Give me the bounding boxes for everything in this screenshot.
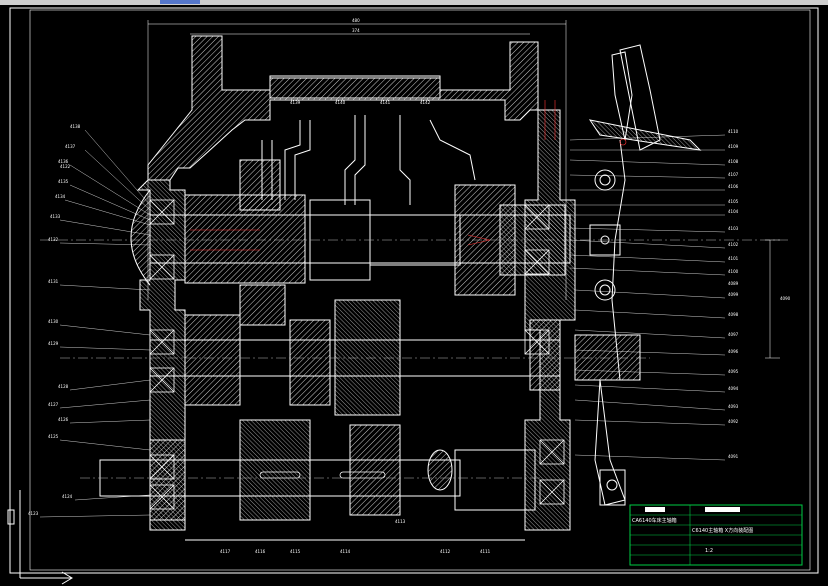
part-label: 4138 bbox=[70, 124, 81, 129]
left-bearing-cap bbox=[130, 189, 151, 286]
part-label: 4103 bbox=[728, 226, 739, 231]
part-label: 4105 bbox=[728, 199, 739, 204]
left-part-labels: 4138 4137 4136 4135 4134 4133 4132 4131 4130 4129… bbox=[28, 124, 81, 516]
top-part-labels: 4139 4140 4141 4142 bbox=[290, 100, 431, 105]
part-label: 4109 bbox=[728, 144, 739, 149]
part-label: 4112 bbox=[440, 549, 451, 554]
part-label: 4137 bbox=[65, 144, 76, 149]
drawing-inner-border bbox=[29, 9, 811, 571]
part-label: 4126 bbox=[58, 417, 69, 422]
part-label: 4124 bbox=[62, 494, 73, 499]
part-label: 4134 bbox=[55, 194, 66, 199]
part-label: 4128 bbox=[58, 384, 69, 389]
ucs-icon bbox=[7, 490, 73, 585]
part-label: 4117 bbox=[220, 549, 231, 554]
part-label: 4097 bbox=[728, 332, 739, 337]
right-dimension bbox=[765, 239, 780, 359]
part-label: 4110 bbox=[728, 129, 739, 134]
part-label: 4123 bbox=[28, 511, 39, 516]
part-label: 4129 bbox=[48, 341, 59, 346]
middle-shaft bbox=[149, 284, 561, 416]
bearings bbox=[149, 199, 565, 510]
part-label: 4132 bbox=[48, 237, 59, 242]
part-label: 4106 bbox=[728, 184, 739, 189]
center-lines bbox=[40, 239, 790, 479]
overall-width-dim: 480 bbox=[352, 18, 360, 23]
part-label: 4113 bbox=[395, 519, 406, 524]
part-label: 4140 bbox=[335, 100, 346, 105]
part-label: 4141 bbox=[380, 100, 391, 105]
right-part-labels: 4110 4109 4108 4107 4106 4105 4104 4103 4102 4101… bbox=[728, 129, 791, 459]
left-leaders bbox=[39, 129, 151, 518]
part-label: 4108 bbox=[728, 159, 739, 164]
tab-indicator[interactable] bbox=[160, 0, 200, 4]
inner-width-dim: 374 bbox=[352, 28, 360, 33]
part-label: 4095 bbox=[728, 369, 739, 374]
part-label: 4091 bbox=[728, 454, 739, 459]
part-label: 4107 bbox=[728, 172, 739, 177]
bottom-shaft bbox=[99, 419, 536, 521]
drawing-border bbox=[9, 7, 819, 574]
spindle-shaft bbox=[149, 159, 571, 296]
part-label: 4116 bbox=[255, 549, 266, 554]
part-label: 4096 bbox=[728, 349, 739, 354]
part-label: 4098 bbox=[728, 312, 739, 317]
title-line-2: C6140主轴箱 X方向装配图 bbox=[692, 527, 753, 534]
part-label: 4094 bbox=[728, 386, 739, 391]
bottom-part-labels: 4117 4116 4115 4114 4113 4112 4111 bbox=[220, 519, 491, 554]
part-label: 4100 bbox=[728, 269, 739, 274]
title-block: CA6140车床主轴箱 C6140主轴箱 X方向装配图 1:2 bbox=[629, 504, 803, 566]
part-label: 4139 bbox=[290, 100, 301, 105]
part-label: 4122 bbox=[60, 164, 71, 169]
scale-label: 1:2 bbox=[705, 548, 713, 554]
part-label: 4142 bbox=[420, 100, 431, 105]
part-label: 4090 bbox=[780, 296, 791, 301]
part-label: 4093 bbox=[728, 404, 739, 409]
shift-linkages bbox=[261, 115, 476, 205]
annotation-marks bbox=[190, 100, 627, 251]
part-label: 4125 bbox=[48, 434, 59, 439]
part-label: 4135 bbox=[58, 179, 69, 184]
part-label: 4111 bbox=[480, 549, 491, 554]
part-label: 4102 bbox=[728, 242, 739, 247]
part-label: 4131 bbox=[48, 279, 59, 284]
part-label: 4092 bbox=[728, 419, 739, 424]
part-label: 4127 bbox=[48, 402, 59, 407]
part-label: 4130 bbox=[48, 319, 59, 324]
part-label: 4089 bbox=[728, 281, 739, 286]
part-label: 4136 bbox=[58, 159, 69, 164]
right-leaders bbox=[569, 134, 726, 461]
part-label: 4101 bbox=[728, 256, 739, 261]
part-label: 4104 bbox=[728, 209, 739, 214]
part-label: 4133 bbox=[50, 214, 61, 219]
lever-assembly bbox=[574, 44, 702, 506]
part-label: 4114 bbox=[340, 549, 351, 554]
part-label: 4115 bbox=[290, 549, 301, 554]
title-line-1: CA6140车床主轴箱 bbox=[632, 517, 677, 524]
window-top-strip bbox=[0, 0, 828, 5]
part-label: 4099 bbox=[728, 292, 739, 297]
